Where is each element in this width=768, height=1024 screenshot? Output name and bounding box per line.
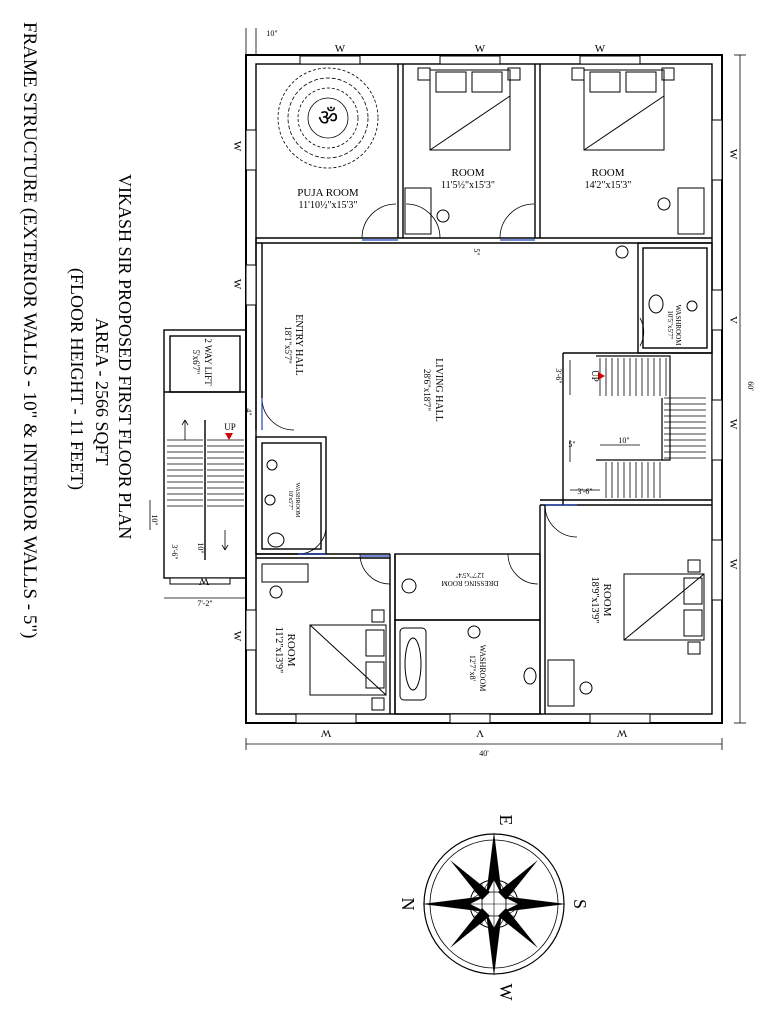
dim-3-6-right-lower: 3'-6" bbox=[577, 487, 592, 496]
dim-wall-10-left-stair: 10" bbox=[196, 542, 205, 553]
window-label: W bbox=[475, 43, 486, 55]
compass-south: S bbox=[570, 899, 590, 909]
living-hall-size: 28'6"x18'7" bbox=[422, 369, 432, 411]
window-label: V bbox=[476, 727, 484, 739]
right-stair-outline bbox=[596, 355, 671, 461]
right-stair-up-label: UP bbox=[590, 370, 600, 382]
room-top-right-name: ROOM bbox=[591, 167, 624, 179]
desks-and-chairs bbox=[261, 187, 705, 707]
title-line-4: FRAME STRUCTURE (EXTERIOR WALLS - 10" & … bbox=[19, 22, 40, 639]
dressing-room-size: 12'7"x5'4" bbox=[455, 571, 484, 579]
room-bottom-right-size: 18'9"x13'9" bbox=[589, 577, 600, 624]
dimension-lines bbox=[149, 28, 746, 750]
left-stair-up-label: UP bbox=[224, 422, 236, 432]
puja-room-name: PUJA ROOM bbox=[297, 187, 359, 199]
compass-rose bbox=[422, 832, 566, 976]
living-hall-name: LIVING HALL bbox=[433, 358, 444, 422]
compass-north: N bbox=[398, 898, 418, 911]
entry-hall-name: ENTRY HALL bbox=[293, 314, 304, 376]
dressing-room-name: DRESSING ROOM bbox=[441, 579, 499, 587]
washroom-left-size: 10'x5'7" bbox=[287, 490, 293, 510]
washroom-bottom-name: WASHROOM bbox=[478, 645, 487, 692]
door-swings bbox=[261, 203, 645, 585]
entry-hall-size: 18'1"x5'7" bbox=[283, 326, 293, 364]
washroom-right-name: WASHROOM bbox=[674, 305, 682, 347]
title-line-1: VIKASH SIR PROPOSED FIRST FLOOR PLAN bbox=[115, 174, 135, 540]
right-stair-treads bbox=[599, 358, 706, 498]
bed-top-right bbox=[571, 67, 675, 151]
window-label: W bbox=[231, 279, 243, 290]
window-label: W bbox=[616, 727, 627, 739]
window-label: W bbox=[231, 141, 243, 152]
bed-bottom-right bbox=[623, 559, 705, 655]
room-top-mid-name: ROOM bbox=[451, 167, 484, 179]
door-highlights bbox=[261, 239, 577, 557]
compass-east: E bbox=[496, 815, 516, 826]
window-marks bbox=[169, 55, 723, 724]
room-top-mid-size: 11'5½"x15'3" bbox=[441, 180, 495, 191]
sanitary-fixtures bbox=[264, 245, 698, 701]
title-line-3: (FLOOR HEIGHT - 11 FEET) bbox=[67, 268, 87, 490]
window-label: W bbox=[335, 43, 346, 55]
window-label: W bbox=[320, 727, 331, 739]
om-mandala: ॐ bbox=[277, 67, 379, 169]
dim-wall-10-left: 10" bbox=[150, 514, 159, 525]
window-label: W bbox=[727, 419, 739, 430]
window-label: W bbox=[198, 575, 209, 587]
window-label: W bbox=[595, 43, 606, 55]
dim-wall-10-top: 10" bbox=[266, 29, 277, 38]
interior-walls bbox=[255, 64, 713, 715]
washroom-right-size: 10'5"x5'7" bbox=[666, 310, 674, 339]
puja-room-size: 11'10½"x15'3" bbox=[299, 200, 358, 211]
dim-wall-4: 4" bbox=[244, 408, 253, 415]
window-label: W bbox=[231, 631, 243, 642]
dim-wall-5-right: 5" bbox=[568, 440, 575, 449]
dim-wall-5: 5" bbox=[472, 248, 481, 255]
right-stair-up-arrow bbox=[598, 372, 605, 380]
window-label: W bbox=[727, 149, 739, 160]
compass-west: W bbox=[496, 984, 516, 1001]
bed-top-mid bbox=[417, 67, 521, 151]
dim-depth-total: 60' bbox=[746, 381, 755, 391]
left-stair-treads bbox=[167, 419, 244, 551]
washroom-left-name: WASHROOM bbox=[294, 482, 300, 518]
room-bottom-left-size: 11'2"x13'9" bbox=[273, 627, 284, 673]
left-stair-up-arrow bbox=[225, 433, 233, 440]
window-label: V bbox=[727, 316, 739, 324]
dim-3-6-left: 3'-6" bbox=[170, 544, 179, 559]
title-line-2: AREA - 2566 SQFT bbox=[92, 318, 112, 466]
bed-bottom-left bbox=[309, 609, 387, 711]
svg-text:ॐ: ॐ bbox=[318, 105, 338, 130]
washroom-bottom-size: 12'7"x8' bbox=[468, 655, 477, 682]
room-top-right-size: 14'2"x15'3" bbox=[585, 180, 632, 191]
lift-size: 5'x6'7" bbox=[191, 350, 201, 375]
room-bottom-right-name: ROOM bbox=[601, 583, 613, 616]
window-label: W bbox=[727, 559, 739, 570]
dim-wall-10-right: 10" bbox=[618, 436, 629, 445]
dim-3-6-right-upper: 3'-6" bbox=[554, 368, 563, 383]
dim-width-total: 40' bbox=[479, 749, 489, 758]
lift-name: 2 WAY LIFT bbox=[203, 338, 213, 386]
dim-7-2: 7'-2" bbox=[197, 599, 212, 608]
exterior-walls bbox=[245, 54, 723, 724]
room-bottom-left-name: ROOM bbox=[285, 633, 297, 666]
